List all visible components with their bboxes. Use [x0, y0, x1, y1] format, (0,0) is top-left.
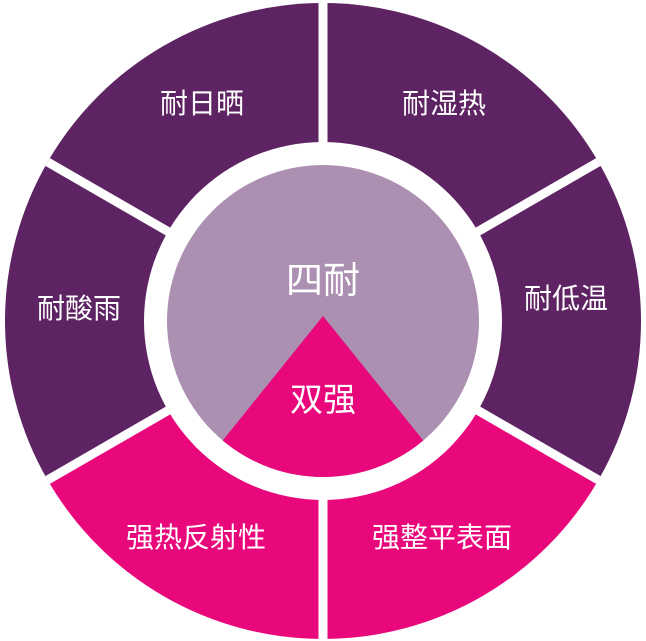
center-labels: 四耐 双强	[286, 259, 360, 419]
segment-label-damp-heat-resistance: 耐湿热	[402, 87, 486, 120]
segment-labels: 耐日晒 耐湿热 耐酸雨 耐低温 强热反射性 强整平表面	[37, 87, 608, 554]
segment-label-strong-surface-leveling: 强整平表面	[372, 521, 512, 554]
segment-label-strong-heat-reflectivity: 强热反射性	[126, 521, 266, 554]
center-wedge	[222, 316, 424, 478]
segment-label-acid-rain-resistance: 耐酸雨	[37, 292, 121, 325]
center-secondary-label: 双强	[290, 380, 356, 419]
segment-label-low-temperature-resistance: 耐低温	[524, 282, 608, 315]
segment-label-sun-resistance: 耐日晒	[160, 87, 244, 120]
center-primary-label: 四耐	[286, 259, 360, 302]
